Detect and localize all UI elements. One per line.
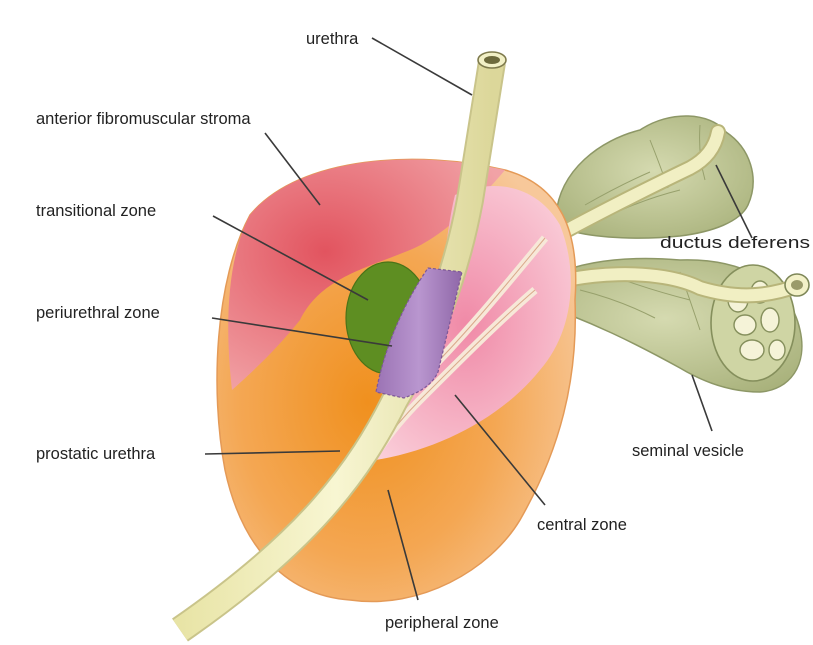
label-peripheral-zone: peripheral zone	[385, 614, 499, 632]
label-transitional-zone: transitional zone	[36, 202, 156, 220]
label-central-zone: central zone	[537, 516, 627, 534]
label-prostatic-urethra: prostatic urethra	[36, 445, 156, 463]
label-anterior-fibromuscular-stroma: anterior fibromuscular stroma	[36, 110, 251, 128]
label-seminal-vesicle: seminal vesicle	[632, 442, 744, 460]
leader-urethra	[372, 38, 472, 95]
leader-seminal-vesicle	[692, 375, 712, 431]
label-periurethral-zone: periurethral zone	[36, 304, 160, 322]
label-ductus-deferens: ductus deferens	[660, 234, 810, 252]
label-urethra: urethra	[306, 30, 359, 48]
